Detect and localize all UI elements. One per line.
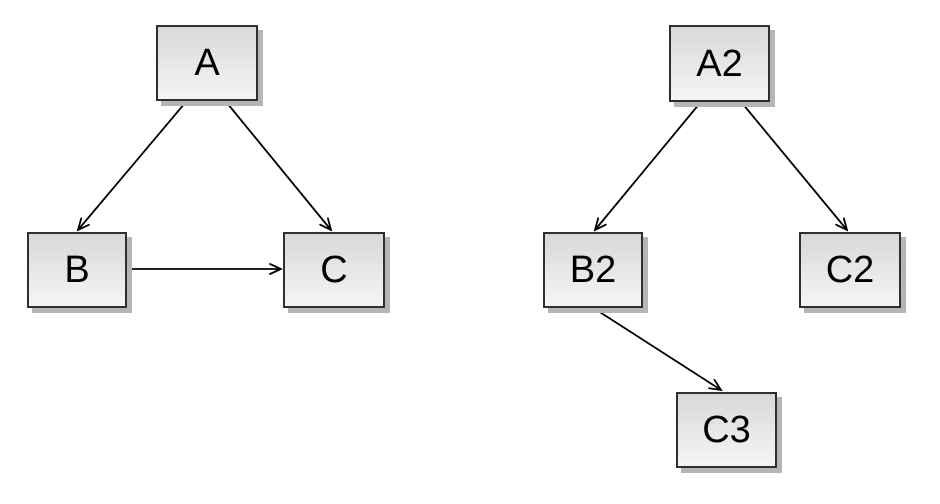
node-C[interactable]: C [283, 232, 385, 308]
edge-A-C [226, 102, 331, 230]
edge-A2-C2 [741, 102, 847, 230]
edge-B2-C3 [594, 308, 721, 390]
node-B[interactable]: B [27, 232, 127, 308]
node-label-A: A [194, 42, 220, 84]
node-C2[interactable]: C2 [799, 232, 901, 308]
edge-A-B [78, 102, 186, 230]
node-C3[interactable]: C3 [676, 392, 777, 468]
node-label-B2: B2 [569, 249, 617, 291]
edge-A2-B2 [595, 102, 701, 230]
node-label-C3: C3 [702, 409, 751, 451]
node-A[interactable]: A [156, 25, 258, 101]
node-label-A2: A2 [696, 42, 743, 85]
node-B2[interactable]: B2 [543, 232, 643, 308]
node-label-C2: C2 [825, 249, 875, 291]
node-label-C: C [320, 249, 348, 291]
node-A2[interactable]: A2 [669, 25, 770, 102]
node-label-B: B [64, 249, 90, 291]
